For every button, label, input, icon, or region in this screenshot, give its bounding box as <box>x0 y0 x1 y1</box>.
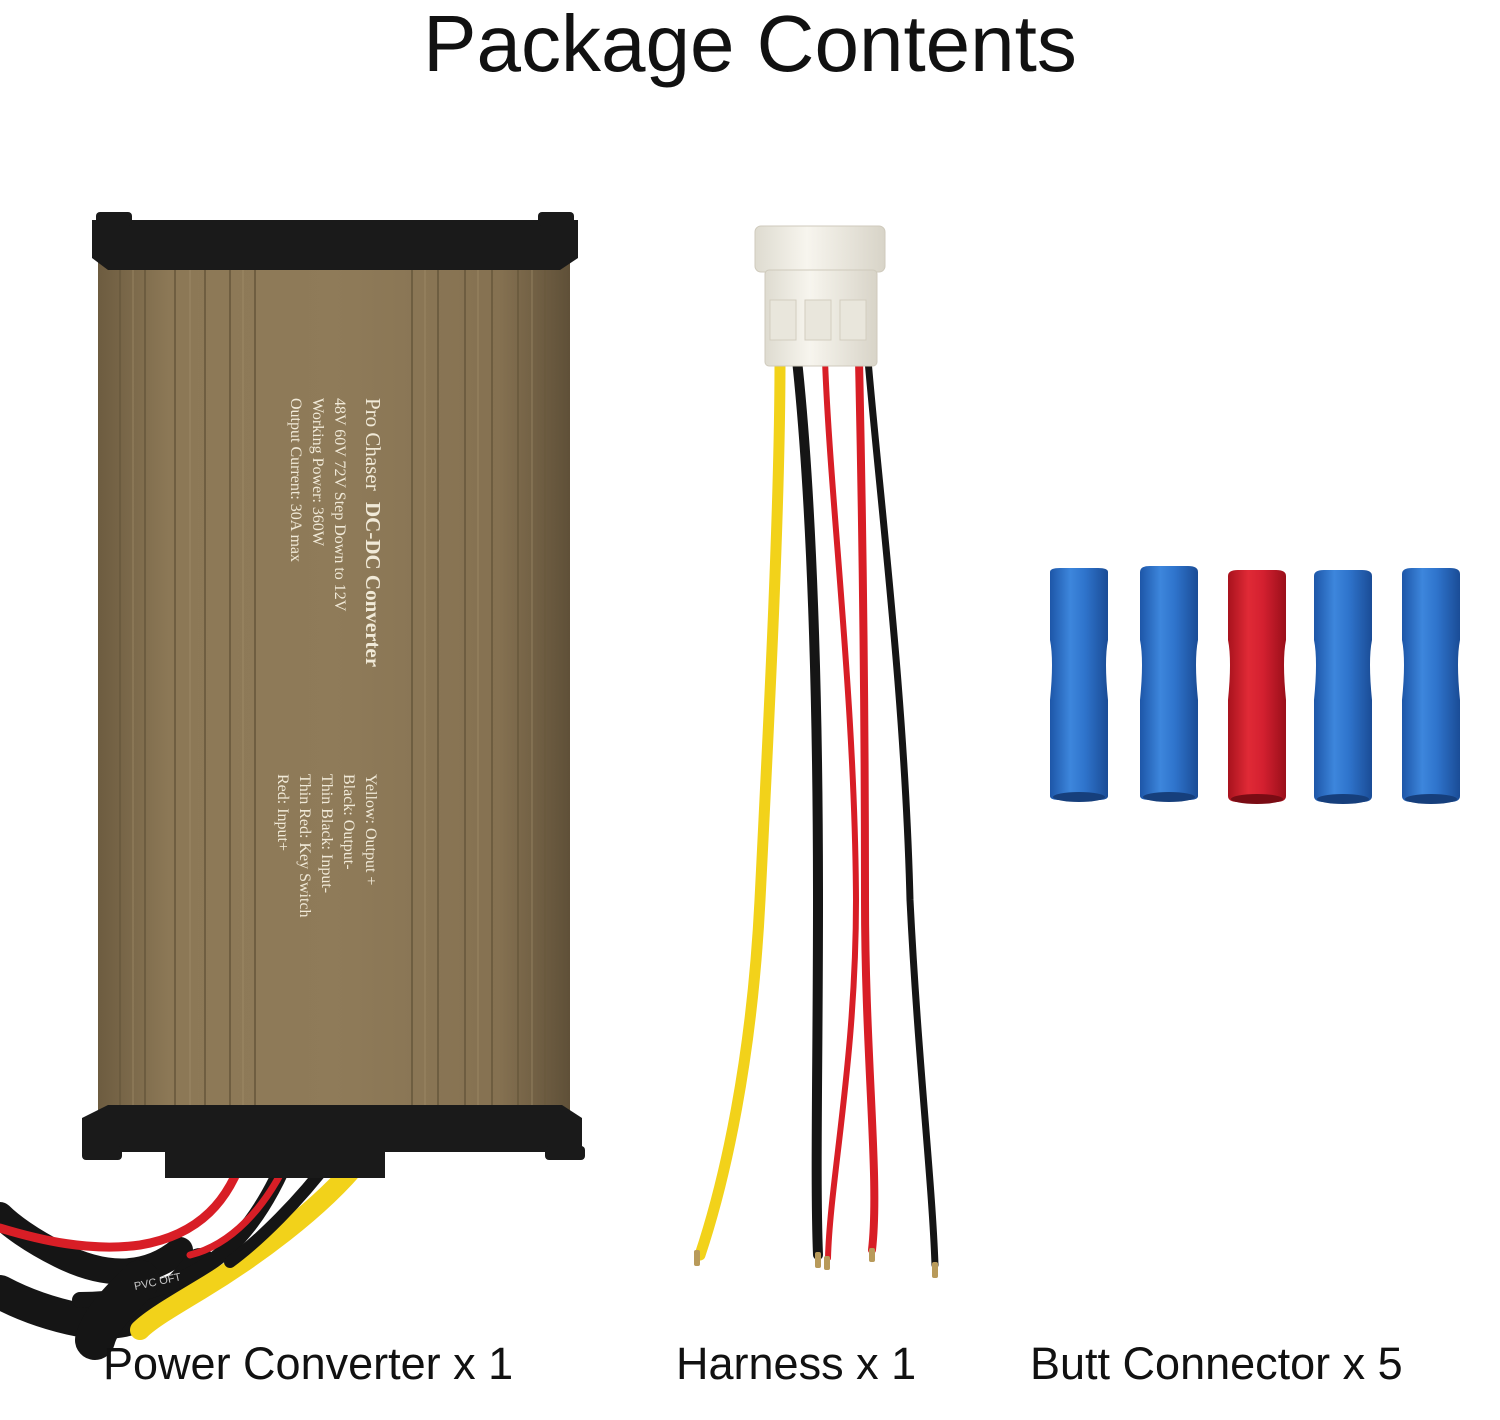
butt-connector-1 <box>1050 568 1108 802</box>
label-spec-power: Working Power: 360W <box>309 398 326 547</box>
heat-fins <box>119 245 546 1125</box>
harness <box>694 225 939 1278</box>
converter-bottom-cap <box>82 1105 582 1152</box>
label-spec-voltage: 48V 60V 72V Step Down to 12V <box>331 398 348 612</box>
label-wire-yellow: Yellow: Output + <box>362 774 379 885</box>
harness-wire-yellow <box>694 354 786 1261</box>
label-wire-thin-black: Thin Black: Input- <box>318 774 335 893</box>
caption-harness: Harness x 1 <box>676 1338 917 1389</box>
converter-label: Pro Chaser DC-DC Converter 48V 60V 72V S… <box>274 398 385 918</box>
label-brand-product: Pro Chaser DC-DC Converter <box>361 398 385 667</box>
butt-connectors <box>1050 566 1460 804</box>
label-wire-thin-red: Thin Red: Key Switch <box>296 774 313 918</box>
butt-connector-5 <box>1402 568 1460 804</box>
butt-connector-4 <box>1314 570 1372 804</box>
butt-connector-2 <box>1140 566 1198 802</box>
butt-connector-3 <box>1228 570 1286 804</box>
harness-wire-red-2 <box>855 356 879 1254</box>
caption-butt-connector: Butt Connector x 5 <box>1030 1338 1403 1389</box>
harness-wire-black-thin <box>864 356 939 1269</box>
label-spec-current: Output Current: 30A max <box>287 398 304 562</box>
caption-power-converter: Power Converter x 1 <box>103 1338 514 1389</box>
converter-wires <box>0 1142 370 1360</box>
harness-plug <box>754 225 886 367</box>
label-wire-red: Red: Input+ <box>274 774 291 851</box>
harness-wire-red-1 <box>822 357 860 1261</box>
label-wire-black: Black: Output- <box>340 774 357 870</box>
harness-wires <box>694 354 939 1269</box>
converter-housing <box>98 238 570 1132</box>
power-converter: PVC OFT <box>0 212 585 1360</box>
harness-wire-black <box>792 355 824 1260</box>
page-title: Package Contents <box>423 0 1077 88</box>
converter-top-cap <box>92 220 578 270</box>
